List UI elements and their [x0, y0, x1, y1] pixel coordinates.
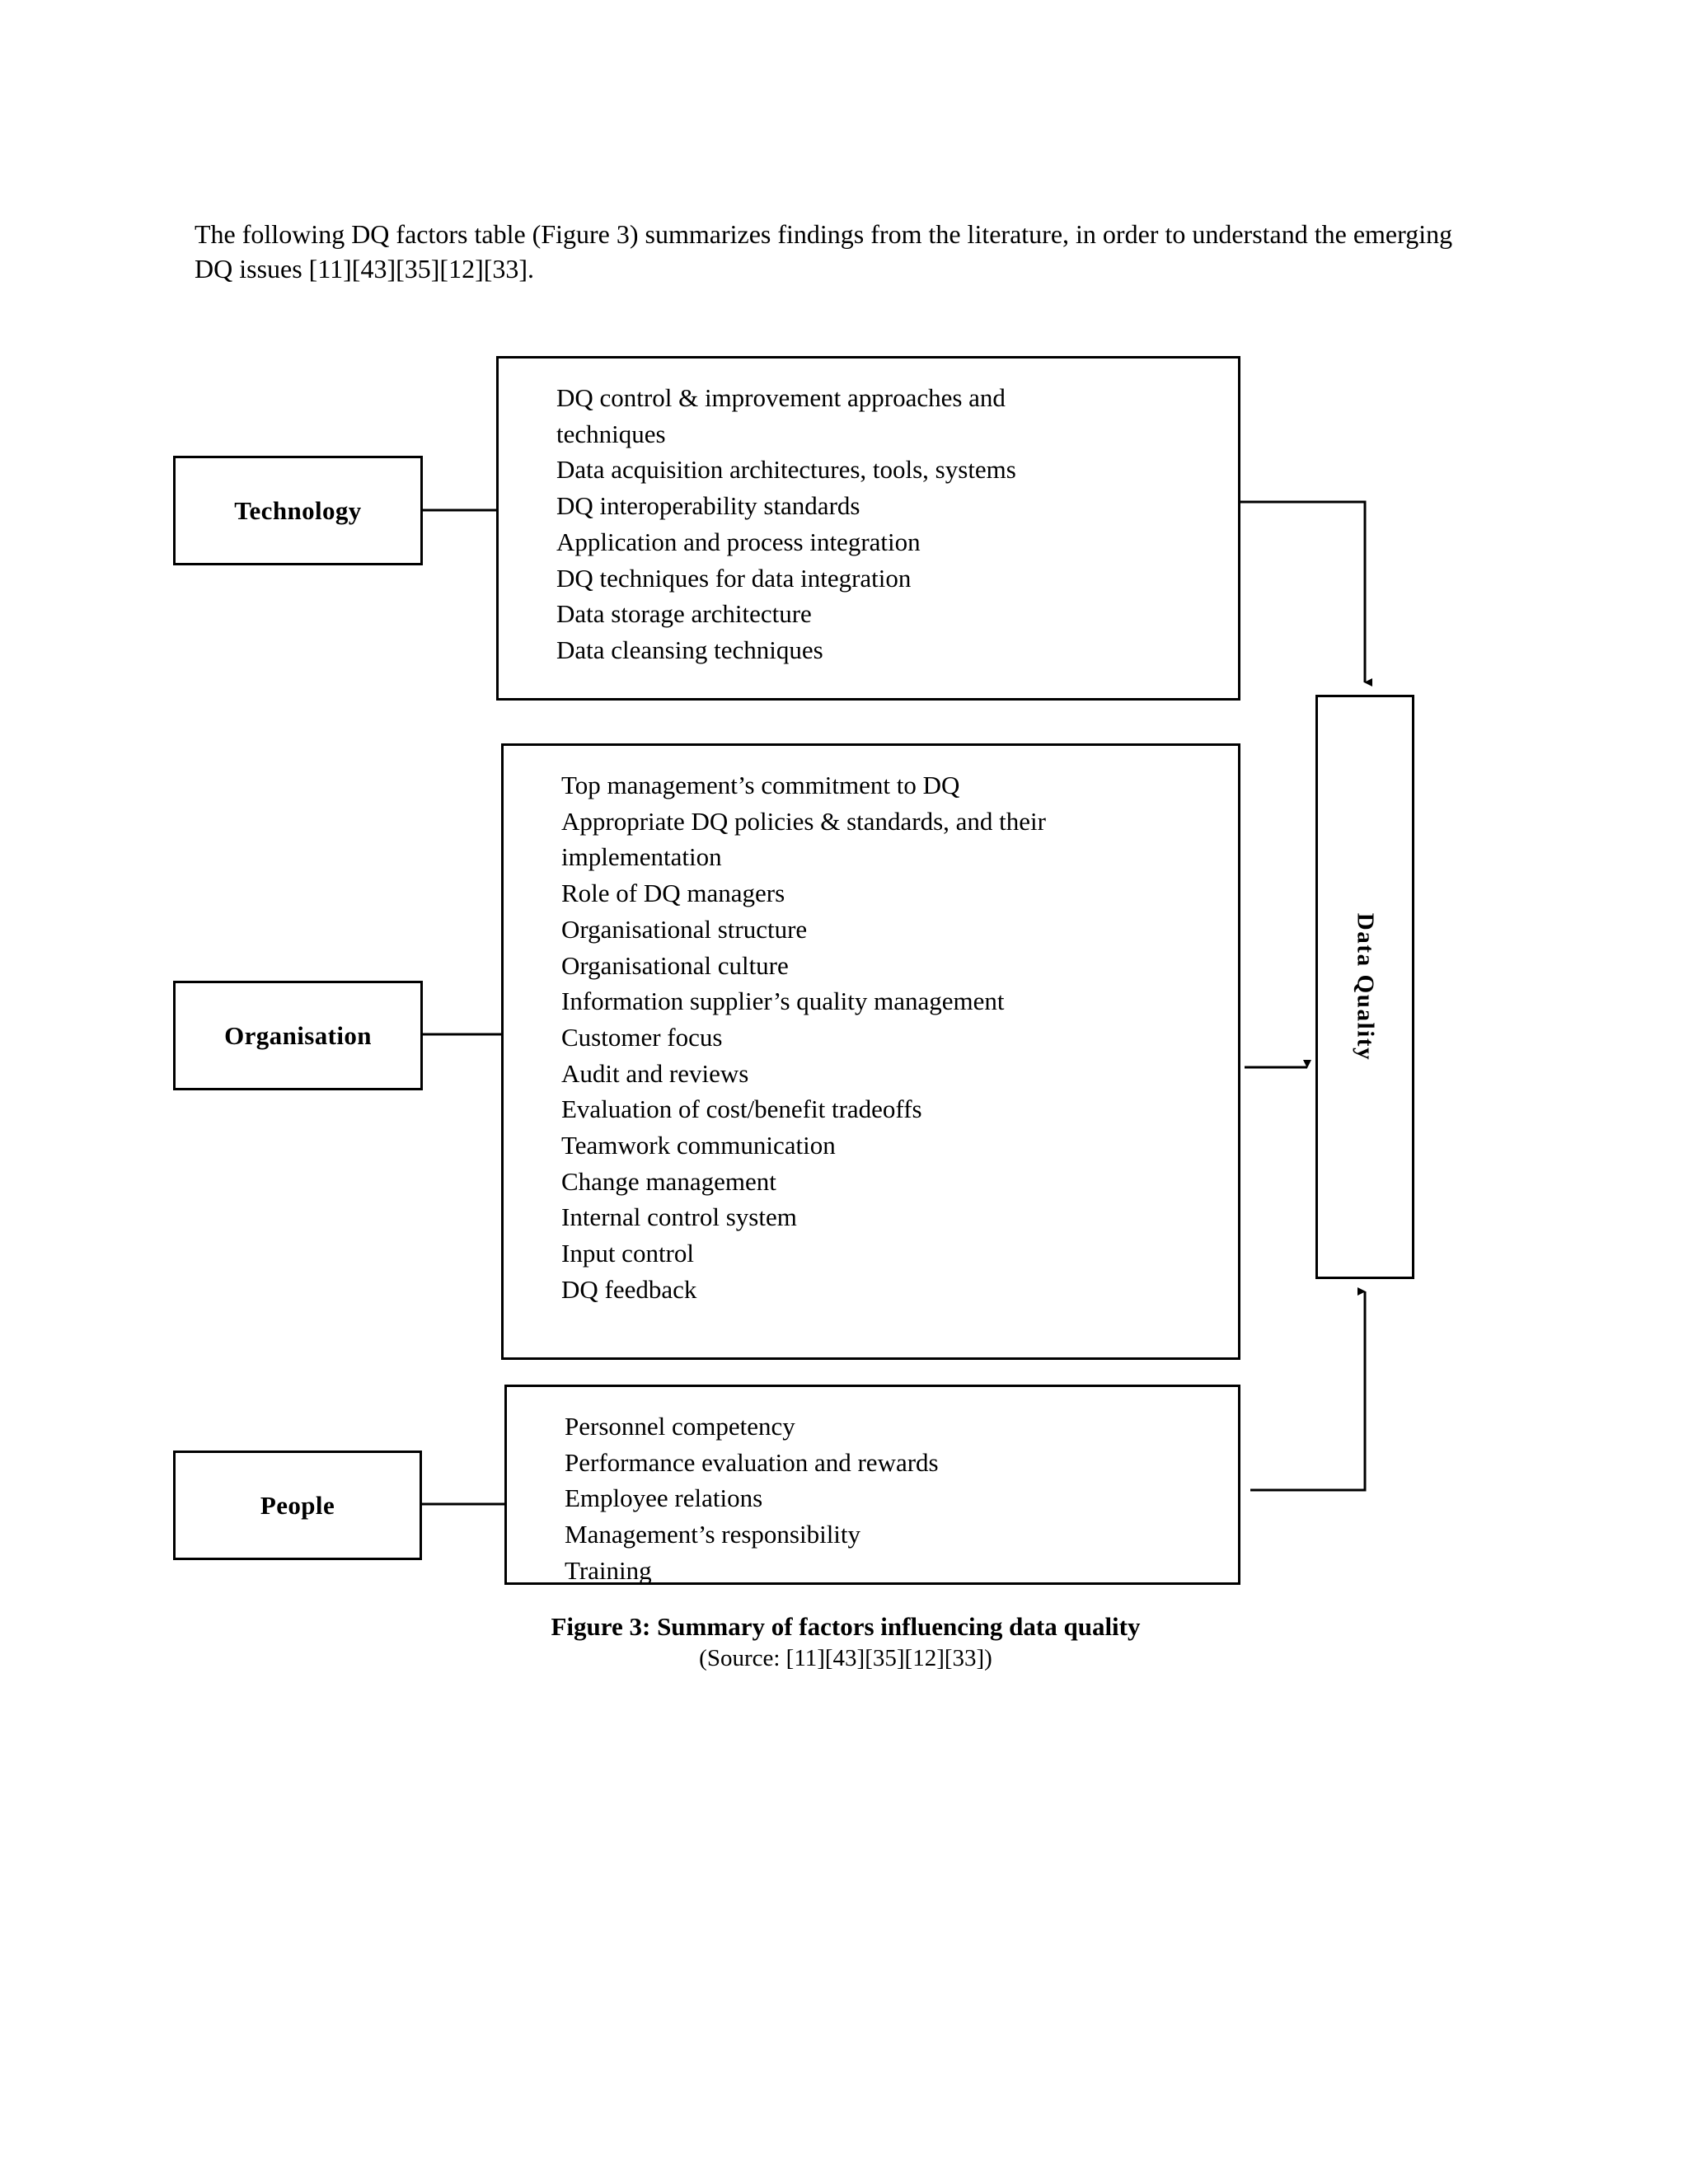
- factor-item: Role of DQ managers: [561, 879, 785, 908]
- factor-item: Management’s responsibility: [565, 1520, 861, 1549]
- factor-item: Application and process integration: [556, 527, 921, 556]
- factor-item: Data acquisition architectures, tools, s…: [556, 455, 1016, 485]
- factor-item: Audit and reviews: [561, 1058, 749, 1088]
- outcome-label-data-quality: Data Quality: [1352, 912, 1379, 1062]
- factor-item: Appropriate DQ policies & standards, and…: [561, 806, 1046, 872]
- factor-list-people: Personnel competency Performance evaluat…: [565, 1408, 1221, 1589]
- factor-box-organisation: Top management’s commitment to DQ Approp…: [501, 743, 1240, 1360]
- connector-people-to-dq: [1250, 1287, 1367, 1492]
- factor-item: Change management: [561, 1166, 776, 1196]
- factor-item: Personnel competency: [565, 1412, 795, 1441]
- category-label-people: People: [260, 1490, 335, 1520]
- figure-caption: Figure 3: Summary of factors influencing…: [195, 1611, 1497, 1673]
- factor-list-organisation: Top management’s commitment to DQ Approp…: [561, 767, 1221, 1308]
- factor-box-people: Personnel competency Performance evaluat…: [504, 1385, 1240, 1585]
- category-label-organisation: Organisation: [224, 1020, 372, 1050]
- category-label-technology: Technology: [234, 495, 362, 525]
- factor-item: Organisational culture: [561, 950, 789, 980]
- factor-item: Top management’s commitment to DQ: [561, 771, 960, 799]
- factor-item: DQ techniques for data integration: [556, 563, 912, 593]
- factor-item: DQ interoperability standards: [556, 491, 860, 521]
- figure-caption-source: (Source: [11][43][35][12][33]): [699, 1644, 992, 1671]
- factor-item: Internal control system: [561, 1202, 797, 1232]
- factor-item: Data storage architecture: [556, 599, 812, 629]
- factor-item: Input control: [561, 1239, 694, 1268]
- outcome-box-data-quality: Data Quality: [1315, 695, 1414, 1279]
- factor-box-technology: DQ control & improvement approaches and …: [496, 356, 1240, 701]
- factor-list-technology: DQ control & improvement approaches and …: [556, 380, 1221, 668]
- connector-technology-to-dq: [1240, 500, 1372, 687]
- factor-item: Training: [565, 1555, 652, 1585]
- factor-item: Organisational structure: [561, 914, 808, 944]
- factor-item: Customer focus: [561, 1022, 723, 1052]
- figure-caption-title: Figure 3: Summary of factors influencing…: [551, 1612, 1141, 1641]
- category-box-organisation[interactable]: Organisation: [173, 981, 423, 1090]
- factor-item: Information supplier’s quality managemen…: [561, 987, 1005, 1016]
- factor-item: Employee relations: [565, 1483, 763, 1513]
- factor-item: Evaluation of cost/benefit tradeoffs: [561, 1094, 922, 1124]
- category-box-people[interactable]: People: [173, 1451, 422, 1560]
- factor-item: Data cleansing techniques: [556, 635, 823, 664]
- factor-item: DQ control & improvement approaches and …: [556, 383, 1006, 448]
- intro-paragraph: The following DQ factors table (Figure 3…: [195, 219, 1453, 284]
- factor-item: DQ feedback: [561, 1274, 697, 1304]
- factor-item: Teamwork communication: [561, 1131, 836, 1160]
- factor-item: Performance evaluation and rewards: [565, 1447, 939, 1477]
- category-box-technology[interactable]: Technology: [173, 456, 423, 565]
